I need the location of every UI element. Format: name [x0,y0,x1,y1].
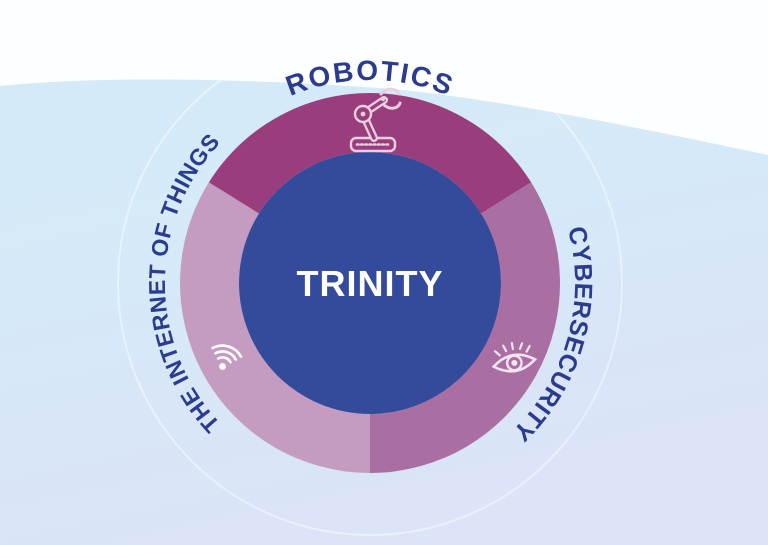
segment-robotics [208,93,532,214]
segment-iot [180,182,370,473]
segment-cybersecurity [370,182,560,473]
halo-ring [117,30,623,536]
background-wave [0,0,768,155]
eye-icon [491,341,538,373]
center-title: TRINITY [297,263,444,304]
center-circle [239,152,501,414]
robot-arm-icon [349,87,402,153]
wifi-icon [211,344,243,370]
